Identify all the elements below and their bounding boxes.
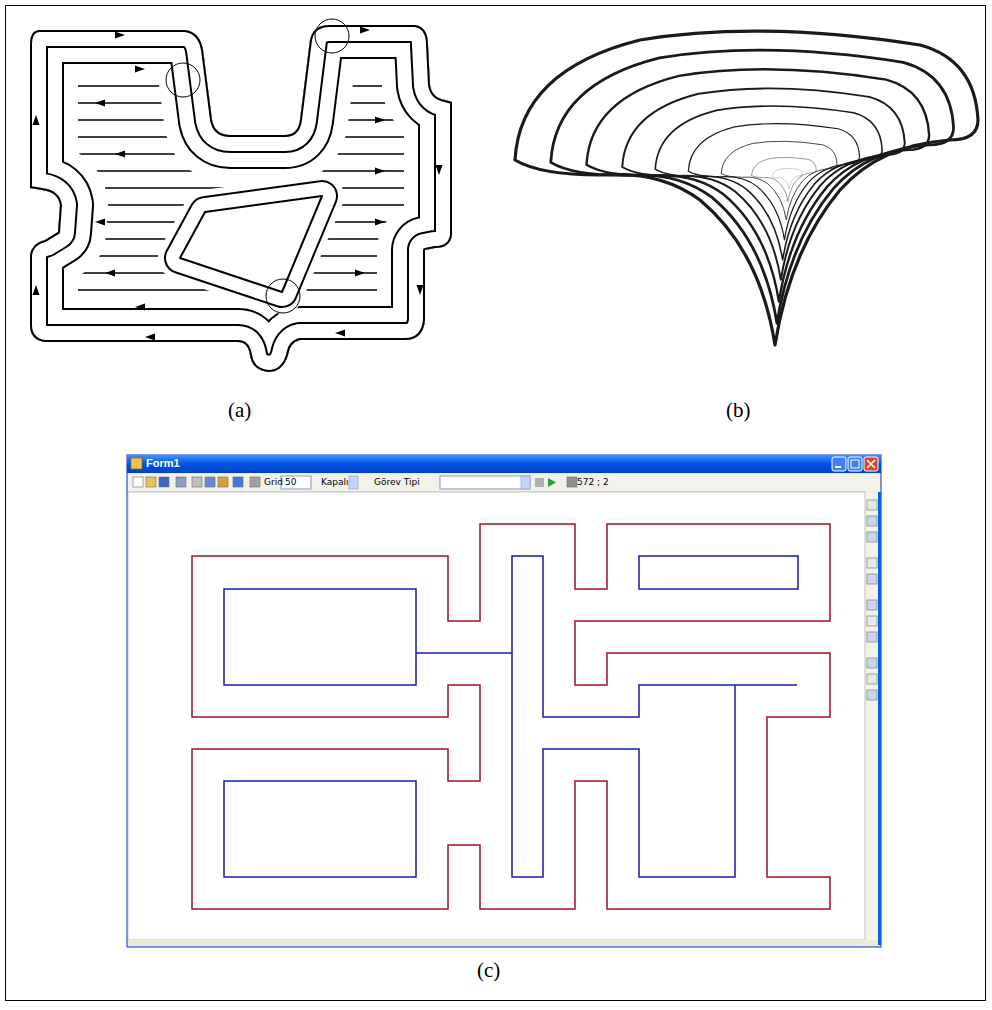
direction-arrow xyxy=(135,304,145,311)
maze-wall xyxy=(192,524,830,909)
direction-arrow xyxy=(145,334,155,341)
window-title: Form1 xyxy=(146,457,180,470)
dropdown-value: Kapalı xyxy=(321,477,349,488)
panel-label: (a) xyxy=(228,398,251,423)
toolbar-icon xyxy=(867,674,877,684)
direction-arrow xyxy=(95,100,105,107)
toolbar-icon xyxy=(867,516,877,526)
contour-ring xyxy=(655,106,882,260)
toolbar-icon xyxy=(176,477,186,487)
direction-arrow xyxy=(335,330,345,337)
status-coordinates: 572 ; 2 xyxy=(577,477,609,488)
toolbar-icon xyxy=(233,477,243,487)
figure-frame xyxy=(6,6,986,1001)
contour-ring xyxy=(515,31,978,345)
direction-arrow xyxy=(375,219,385,226)
contour-ring xyxy=(586,69,929,301)
contour-ring xyxy=(721,141,837,219)
toolbar-label: Görev Tipi xyxy=(374,477,420,488)
contour-path-b xyxy=(515,31,978,345)
direction-arrow xyxy=(360,27,370,34)
panel-label: (c) xyxy=(477,958,500,983)
toolbar-icon xyxy=(192,477,202,487)
contour-ring xyxy=(772,168,802,188)
direction-arrow xyxy=(375,168,385,175)
toolbar-icon xyxy=(250,477,260,487)
robot-path xyxy=(224,556,798,877)
toolbar-icon xyxy=(867,600,877,610)
contour-ring xyxy=(622,88,904,279)
direction-arrow xyxy=(355,270,365,277)
toolbar-icon xyxy=(867,574,877,584)
toolbar-icon xyxy=(867,658,877,668)
toolbar-icon xyxy=(867,616,877,626)
toolbar-icon xyxy=(867,690,877,700)
grid-value: 50 xyxy=(285,477,296,488)
panel-label: (b) xyxy=(726,398,751,423)
toolbar-icon xyxy=(133,477,143,487)
direction-arrow xyxy=(375,117,385,124)
direction-arrow xyxy=(436,165,443,175)
toolbar-icon xyxy=(867,532,877,542)
toolbar-icon xyxy=(867,632,877,642)
direction-arrow xyxy=(115,151,125,158)
contour-ring xyxy=(752,157,817,201)
direction-arrow xyxy=(115,32,125,39)
toolbar-icon xyxy=(567,477,577,487)
direction-arrow xyxy=(417,285,424,295)
toolbar-icon xyxy=(218,477,228,487)
direction-arrow xyxy=(33,285,40,295)
direction-arrow xyxy=(105,270,115,277)
toolbar-icon xyxy=(867,558,877,568)
toolbar-icon xyxy=(867,500,877,510)
contour-ring xyxy=(688,124,859,240)
toolbar-icon xyxy=(146,477,156,487)
toolbar-label: Grid xyxy=(264,477,283,488)
toolbar-icon xyxy=(205,477,215,487)
toolbar-icon xyxy=(159,477,169,487)
app-window xyxy=(127,455,881,947)
coverage-path-a xyxy=(20,19,460,372)
contour-ring xyxy=(551,50,954,323)
direction-arrow xyxy=(135,66,145,73)
direction-arrow xyxy=(95,219,105,226)
direction-arrow xyxy=(33,115,40,125)
